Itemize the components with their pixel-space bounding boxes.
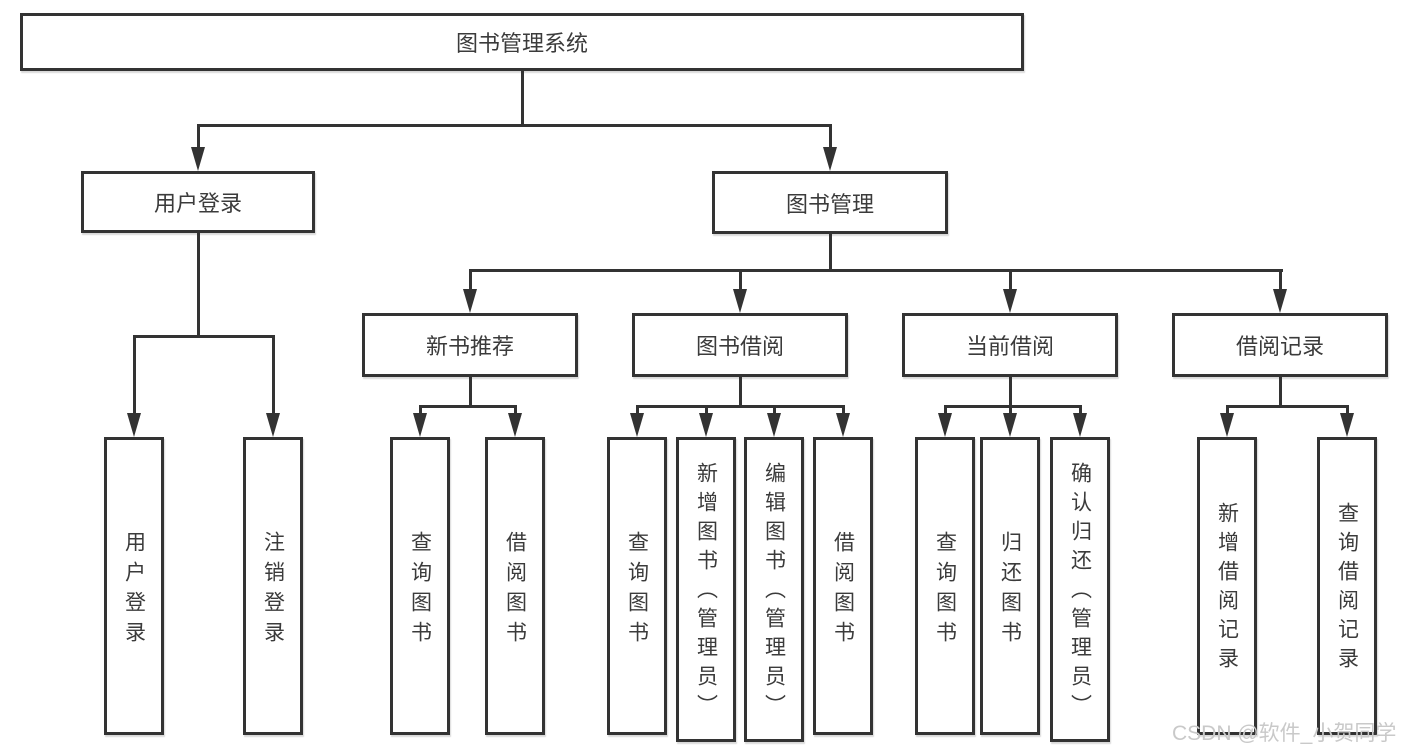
arrowhead-down-icon	[630, 413, 644, 437]
connector-line	[1226, 405, 1229, 415]
arrowhead-down-icon	[1003, 413, 1017, 437]
arrowhead-down-icon	[836, 413, 850, 437]
connector-line	[469, 269, 1283, 272]
watermark: CSDN @软件_小贺同学	[1172, 722, 1397, 745]
arrowhead-down-icon	[1220, 413, 1234, 437]
connector-line	[1279, 377, 1282, 405]
leaf-query-books-recommend: 查询图书	[390, 437, 450, 735]
connector-line	[1346, 405, 1349, 415]
connector-line	[636, 405, 639, 415]
connector-line	[1009, 405, 1012, 415]
connector-line	[197, 233, 200, 335]
connector-line	[1079, 405, 1082, 415]
arrowhead-down-icon	[266, 413, 280, 437]
node-library-management-system: 图书管理系统	[20, 13, 1024, 71]
connector-line	[419, 405, 517, 408]
arrowhead-down-icon	[1003, 289, 1017, 313]
connector-line	[197, 124, 200, 149]
leaf-confirm-return-admin: 确认归还（管理员）	[1050, 437, 1110, 742]
arrowhead-down-icon	[733, 289, 747, 313]
leaf-query-borrow-record: 查询借阅记录	[1317, 437, 1377, 735]
connector-line	[842, 405, 845, 415]
connector-line	[133, 335, 275, 338]
leaf-borrow-books-recommend: 借阅图书	[485, 437, 545, 735]
node-borrowing-records: 借阅记录	[1172, 313, 1388, 377]
arrowhead-down-icon	[191, 147, 205, 171]
connector-line	[705, 405, 708, 415]
connector-line	[272, 335, 275, 415]
leaf-edit-book-admin: 编辑图书（管理员）	[744, 437, 804, 742]
node-book-management: 图书管理	[712, 171, 948, 234]
arrowhead-down-icon	[508, 413, 522, 437]
connector-line	[469, 377, 472, 405]
connector-line	[521, 71, 524, 124]
leaf-return-book: 归还图书	[980, 437, 1040, 735]
node-book-borrowing: 图书借阅	[632, 313, 848, 377]
connector-line	[636, 405, 845, 408]
connector-line	[1009, 377, 1012, 405]
arrowhead-down-icon	[1073, 413, 1087, 437]
leaf-add-book-admin: 新增图书（管理员）	[676, 437, 736, 742]
connector-line	[773, 405, 776, 415]
node-user-login: 用户登录	[81, 171, 315, 233]
connector-line	[944, 405, 1082, 408]
connector-line	[739, 377, 742, 405]
connector-line	[419, 405, 422, 415]
leaf-query-books-borrowing: 查询图书	[607, 437, 667, 735]
leaf-query-books-current: 查询图书	[915, 437, 975, 735]
arrowhead-down-icon	[1273, 289, 1287, 313]
arrowhead-down-icon	[1340, 413, 1354, 437]
leaf-borrow-books-borrowing: 借阅图书	[813, 437, 873, 735]
connector-line	[197, 124, 832, 127]
node-new-book-recommend: 新书推荐	[362, 313, 578, 377]
connector-line	[514, 405, 517, 415]
leaf-user-login: 用户登录	[104, 437, 164, 735]
connector-line	[739, 269, 742, 291]
arrowhead-down-icon	[823, 147, 837, 171]
connector-line	[944, 405, 947, 415]
arrowhead-down-icon	[413, 413, 427, 437]
connector-line	[1279, 269, 1282, 291]
arrowhead-down-icon	[767, 413, 781, 437]
connector-line	[829, 124, 832, 149]
arrowhead-down-icon	[463, 289, 477, 313]
arrowhead-down-icon	[938, 413, 952, 437]
leaf-add-borrow-record: 新增借阅记录	[1197, 437, 1257, 735]
connector-line	[133, 335, 136, 415]
connector-line	[1226, 405, 1349, 408]
node-current-borrowing: 当前借阅	[902, 313, 1118, 377]
connector-line	[1009, 269, 1012, 291]
leaf-logout: 注销登录	[243, 437, 303, 735]
arrowhead-down-icon	[699, 413, 713, 437]
connector-line	[829, 234, 832, 269]
arrowhead-down-icon	[127, 413, 141, 437]
connector-line	[469, 269, 472, 291]
